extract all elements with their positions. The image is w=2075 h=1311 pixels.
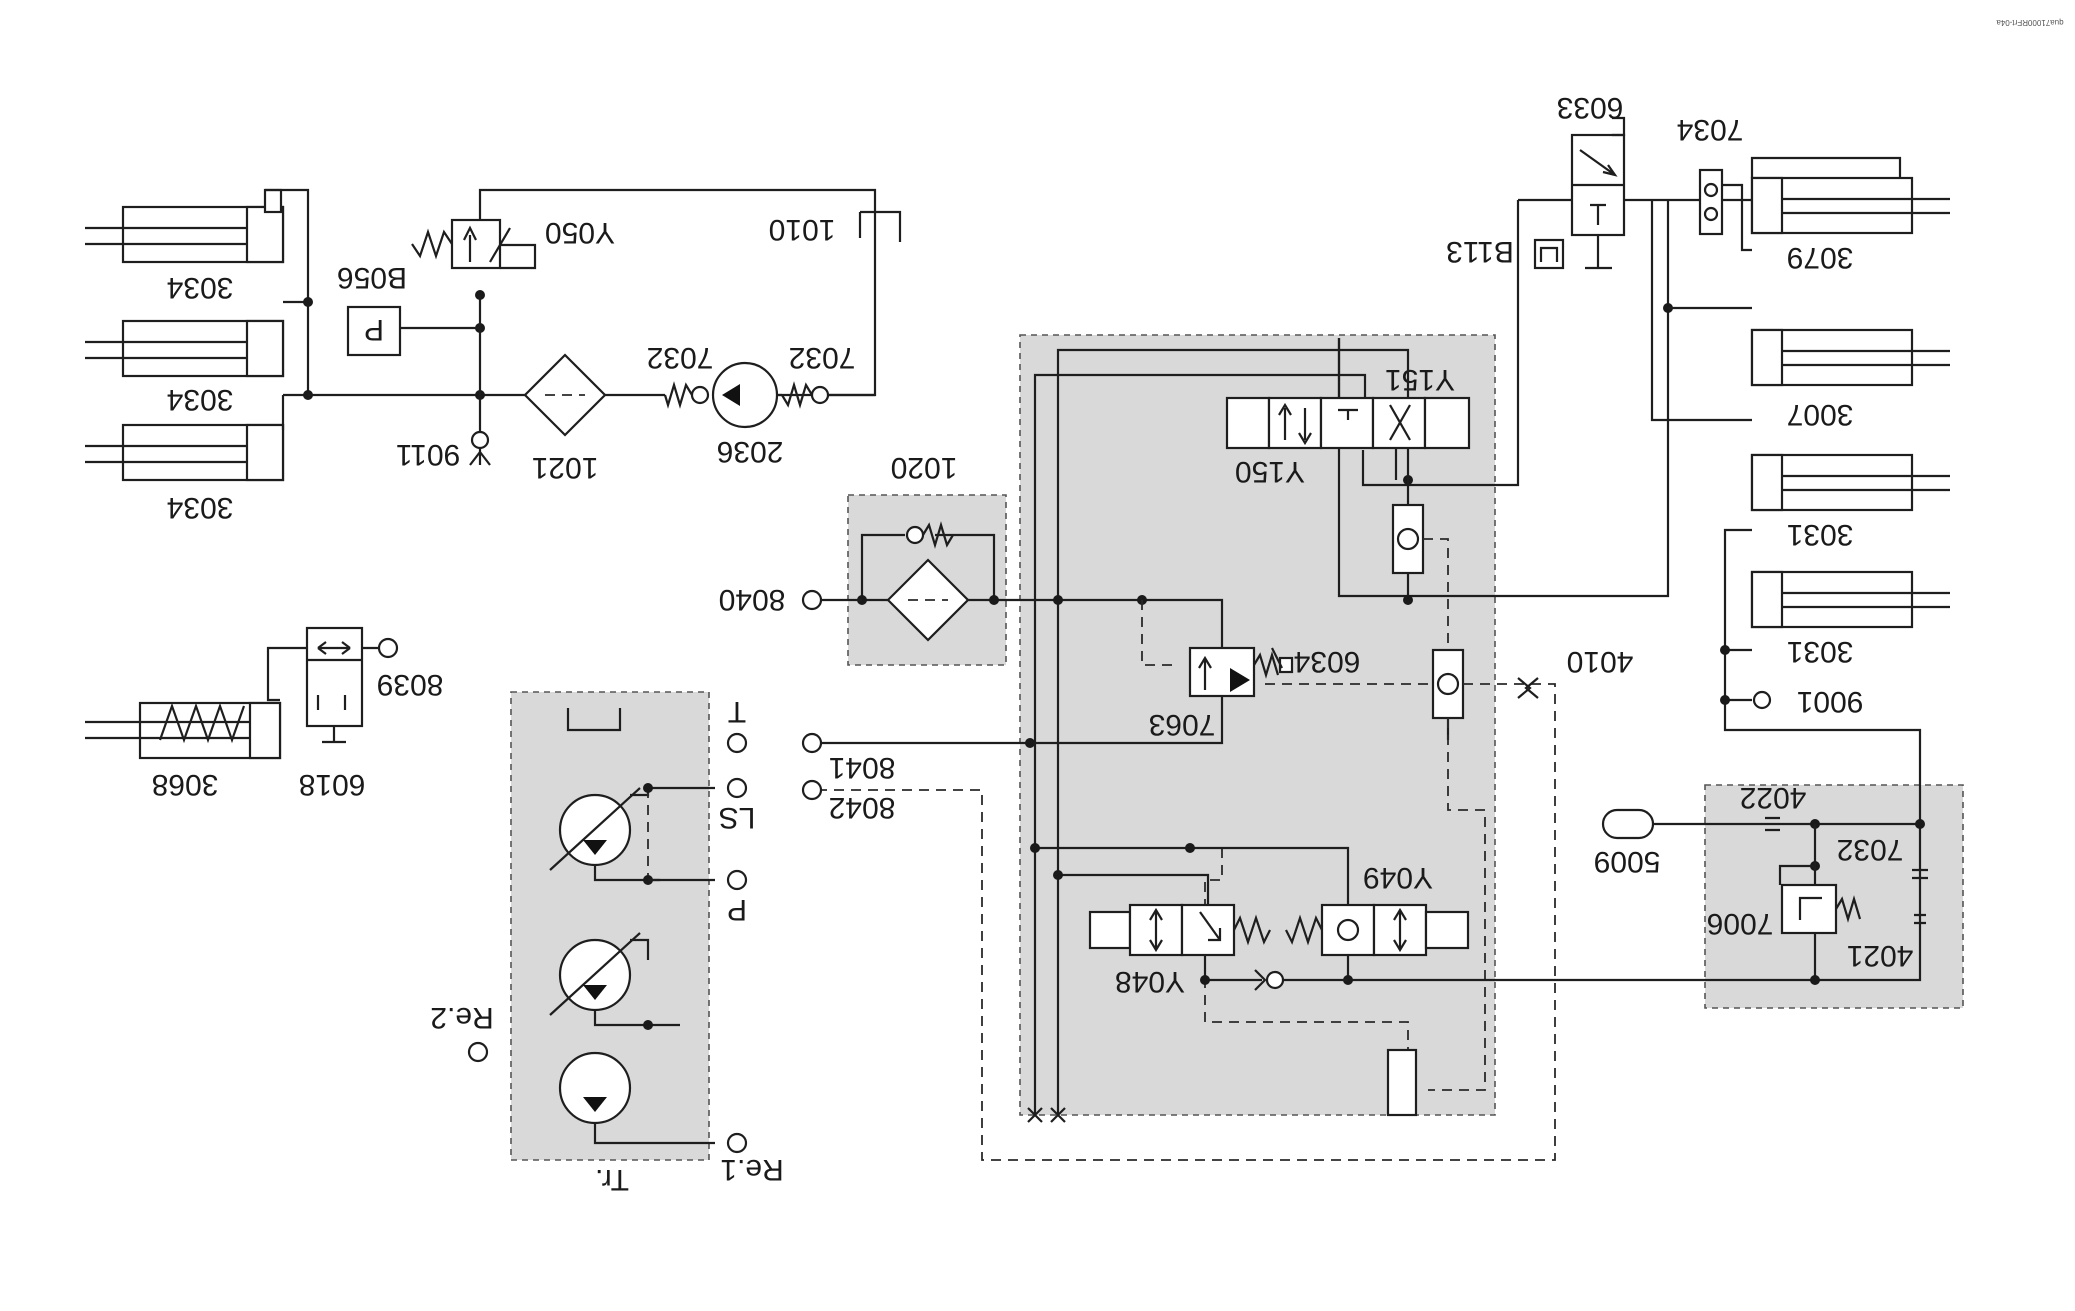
label-3068: 3068 [152,768,219,801]
cylinder-3034-top [85,188,285,264]
port-t [726,732,748,754]
valve-y150-y151 [1225,396,1471,450]
sensor-b113 [1533,238,1565,270]
cylinder-3034-bottom [85,423,285,482]
label-p: P [727,893,747,926]
label-6018: 6018 [299,768,366,801]
solenoid-block [1386,1048,1418,1117]
pump-2036 [663,361,875,429]
pump-variable-lower [549,932,680,1027]
valve-6033 [1570,116,1626,270]
port-ls [726,777,748,799]
port-8041 [801,732,1030,754]
label-6033: 6033 [1557,91,1624,124]
label-4021: 4021 [1847,939,1914,972]
label-ls: LS [719,801,756,834]
label-8039: 8039 [377,668,444,701]
valve-7063 [1030,646,1294,745]
label-1021: 1021 [532,451,599,484]
label-1020: 1020 [891,451,958,484]
label-8041: 8041 [829,751,896,784]
pressure-switch-symbol: P [364,313,384,346]
label-7032-left: 7032 [647,341,714,374]
label-7032-acc: 7032 [1837,833,1904,866]
valve-y049 [1285,903,1470,957]
relief-valve-y050 [411,218,537,270]
valve-y048 [1088,903,1271,957]
label-y049: Y049 [1363,861,1433,894]
label-9011: 9011 [396,438,461,471]
corner-note: qua71000RFrt-04a [1996,18,2064,27]
cylinder-3031-bottom [1750,570,1950,629]
label-b056: B056 [337,261,407,294]
label-tr: Tr. [595,1163,629,1196]
label-8040: 8040 [719,583,786,616]
label-8042: 8042 [829,791,896,824]
label-2036: 2036 [717,435,784,468]
port-p [726,869,748,891]
label-re1: Re.1 [720,1153,783,1186]
port-8040 [801,589,862,611]
label-3034-top: 3034 [167,271,234,304]
shuttle-valve-7034 [1698,168,1724,236]
cylinder-3007 [1750,328,1950,387]
port-re2 [467,1041,489,1063]
label-3034-bottom: 3034 [167,491,234,524]
port-re1 [726,1132,748,1154]
label-3079: 3079 [1787,241,1854,274]
label-7032-right: 7032 [789,341,856,374]
cylinder-3031-top [1750,453,1950,512]
valve-6018 [266,626,399,744]
cylinder-3079 [1750,156,1950,235]
label-3031-top: 3031 [1787,518,1854,551]
label-y150: Y150 [1235,455,1305,488]
port-8042 [801,779,823,801]
pump-fixed [558,1051,715,1145]
pump-variable-upper [549,786,715,882]
label-1010: 1010 [769,213,836,246]
module-main-valve-block [1019,334,1496,1116]
label-7006: 7006 [1707,907,1774,940]
label-5009: 5009 [1594,845,1661,878]
label-y151: Y151 [1385,363,1455,396]
label-re2: Re.2 [430,1001,493,1034]
label-4022: 4022 [1740,781,1807,814]
label-b113: B113 [1446,235,1514,268]
label-3031-bottom: 3031 [1787,635,1854,668]
cylinder-3068 [85,701,282,760]
label-7034: 7034 [1677,113,1744,146]
label-t: T [728,695,746,728]
accumulator-5009 [1601,808,1920,840]
label-y050: Y050 [545,216,615,249]
label-3007: 3007 [1787,398,1854,431]
check-valve-9011 [469,430,491,466]
check-valve-upper [1391,503,1425,575]
filter-1021 [523,353,607,437]
label-4010: 4010 [1567,645,1634,678]
check-valve-lower [1431,648,1465,720]
label-9001: 9001 [1797,685,1864,718]
label-y048: Y048 [1115,965,1185,998]
label-6034: 6034 [1294,645,1361,678]
cylinder-3034-mid [85,319,285,378]
label-7063: 7063 [1149,708,1216,741]
valve-7006 [1780,883,1862,980]
filter-1020 [860,521,1006,642]
pressure-switch-b056 [346,305,402,357]
label-3034-mid: 3034 [167,383,234,416]
